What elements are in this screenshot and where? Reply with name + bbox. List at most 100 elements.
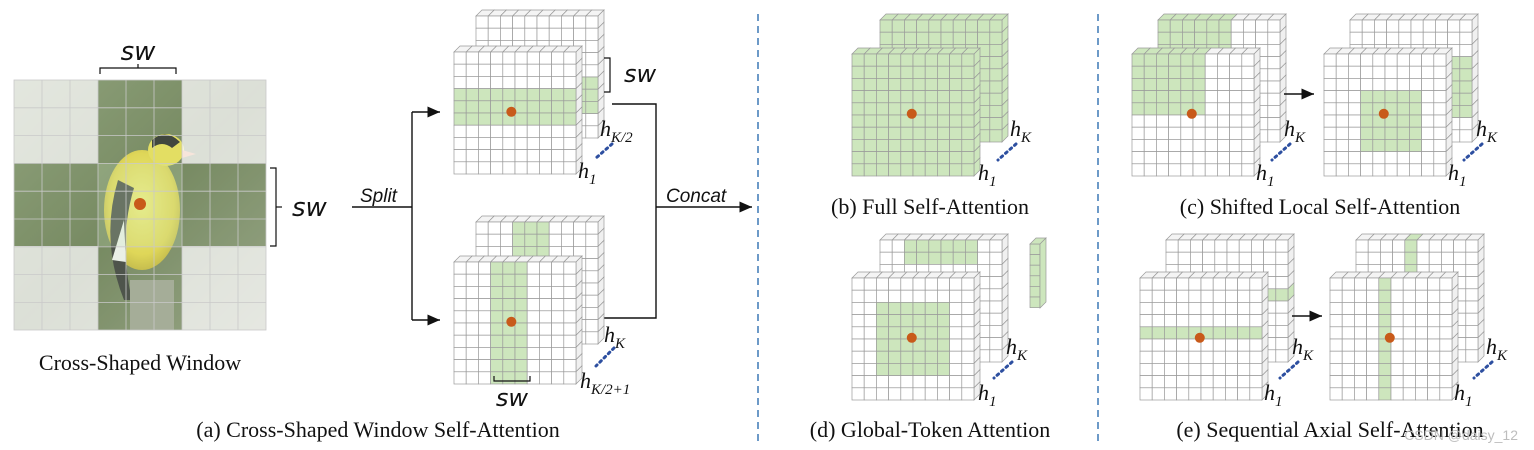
svg-text:hK: hK xyxy=(1284,116,1306,146)
h-subscript: K xyxy=(1486,130,1498,146)
svg-text:hK: hK xyxy=(604,322,626,352)
concat-label: Concat xyxy=(666,186,727,207)
svg-text:hK: hK xyxy=(1292,334,1314,364)
h-subscript: K/2 xyxy=(610,130,633,146)
h-subscript: K xyxy=(1016,348,1028,364)
h-subscript: K xyxy=(1302,348,1314,364)
head-labels-e-right: hK h1 xyxy=(1454,334,1508,410)
top-face xyxy=(851,47,981,55)
svg-text:hK: hK xyxy=(1486,334,1508,364)
query-token-dot xyxy=(134,198,146,210)
head-labels-a-top: hK/2 h1 xyxy=(578,116,633,188)
svg-text:h1: h1 xyxy=(1256,160,1275,190)
grid-c2-front xyxy=(1323,47,1453,177)
top-face xyxy=(1323,47,1453,55)
caption-panel-e: (e) Sequential Axial Self-Attention xyxy=(1176,417,1483,442)
caption-panel-b: (b) Full Self-Attention xyxy=(831,194,1029,219)
top-face xyxy=(879,13,1009,21)
h-subscript: 1 xyxy=(989,174,997,190)
front-face xyxy=(1329,277,1453,401)
query-token-dot xyxy=(506,106,517,117)
h-label: h xyxy=(1454,380,1465,405)
top-face xyxy=(453,45,583,53)
sw-label-top: sw xyxy=(121,37,157,67)
h-label: h xyxy=(1010,116,1021,141)
svg-text:h1: h1 xyxy=(1264,380,1283,410)
top-face xyxy=(453,255,583,263)
svg-text:hK: hK xyxy=(1476,116,1498,146)
top-face xyxy=(1157,13,1287,21)
grid-a-top-front xyxy=(453,45,583,175)
h-label: h xyxy=(1292,334,1303,359)
query-token-dot xyxy=(1378,108,1389,119)
h-subscript: 1 xyxy=(1459,174,1467,190)
query-token-dot xyxy=(906,332,917,343)
head-labels-c-right: hK h1 xyxy=(1448,116,1498,190)
svg-text:h1: h1 xyxy=(978,160,997,190)
bird-picture xyxy=(104,134,196,330)
head-labels-b: hK h1 xyxy=(978,116,1032,190)
head-labels-d: hK h1 xyxy=(978,334,1028,410)
h-label: h xyxy=(1256,160,1267,185)
h-label: h xyxy=(600,116,611,141)
top-face xyxy=(475,215,605,223)
side-face xyxy=(597,215,605,345)
top-face xyxy=(879,233,1009,241)
h-label: h xyxy=(1486,334,1497,359)
top-face xyxy=(1131,47,1261,55)
svg-text:hK/2+1: hK/2+1 xyxy=(580,368,630,398)
front-face xyxy=(1139,277,1263,401)
caption-panel-c: (c) Shifted Local Self-Attention xyxy=(1180,194,1460,219)
side-face xyxy=(973,47,981,177)
side-face xyxy=(1253,47,1261,177)
h-subscript: K xyxy=(1294,130,1306,146)
sw-bracket-top: sw xyxy=(99,37,177,74)
top-face xyxy=(1355,233,1485,241)
front-face xyxy=(1323,53,1447,177)
front-face xyxy=(453,51,577,175)
side-face xyxy=(1001,13,1009,143)
svg-text:h1: h1 xyxy=(578,158,597,188)
front-face xyxy=(453,261,577,385)
h-label: h xyxy=(604,322,615,347)
h-label: h xyxy=(1284,116,1295,141)
h-label: h xyxy=(1006,334,1017,359)
top-face xyxy=(1349,13,1479,21)
sw-label-top-grid: sw xyxy=(624,60,657,88)
svg-text:hK: hK xyxy=(1010,116,1032,146)
grid-a-bottom-front xyxy=(453,255,583,385)
front-face xyxy=(1131,53,1255,177)
concat-connector xyxy=(604,103,752,319)
grid-e1-front xyxy=(1139,271,1269,401)
h-subscript: 1 xyxy=(1465,394,1473,410)
sw-bracket-top-grid: sw xyxy=(604,57,657,93)
h-label: h xyxy=(978,380,989,405)
svg-text:h1: h1 xyxy=(1454,380,1473,410)
sw-bracket-bottom-grid: sw xyxy=(493,376,531,412)
svg-text:h1: h1 xyxy=(978,380,997,410)
h-subscript: K xyxy=(1496,348,1508,364)
front-face xyxy=(851,53,975,177)
top-face xyxy=(475,9,605,17)
cross-shaped-window-image xyxy=(13,79,267,331)
h-label: h xyxy=(1264,380,1275,405)
watermark: CSDN @daisy_12 xyxy=(1404,427,1518,443)
h-label: h xyxy=(1448,160,1459,185)
query-token-dot xyxy=(1194,332,1205,343)
head-labels-a-bottom: hK hK/2+1 xyxy=(580,322,630,398)
split-label: Split xyxy=(360,186,398,207)
h-label: h xyxy=(578,158,589,183)
caption-panel-d: (d) Global-Token Attention xyxy=(810,417,1050,442)
top-face xyxy=(1329,271,1459,279)
h-subscript: 1 xyxy=(1267,174,1275,190)
caption-panel-a: (a) Cross-Shaped Window Self-Attention xyxy=(196,417,559,442)
top-face xyxy=(851,271,981,279)
h-subscript: 1 xyxy=(1275,394,1283,410)
head-labels-e-left: hK h1 xyxy=(1264,334,1314,410)
side-face xyxy=(1445,47,1453,177)
svg-text:h1: h1 xyxy=(1448,160,1467,190)
h-subscript: K xyxy=(614,336,626,352)
svg-text:hK: hK xyxy=(1006,334,1028,364)
side-face xyxy=(1477,233,1485,363)
